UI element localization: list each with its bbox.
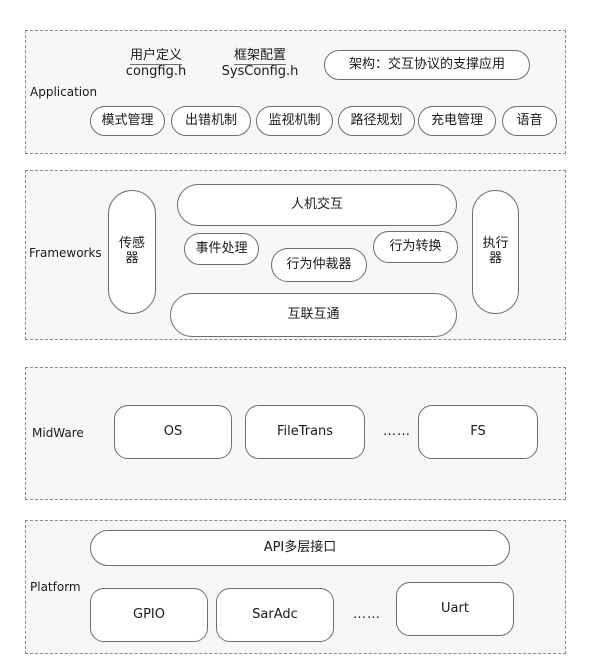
sensor-label: 传感器 [118, 236, 145, 266]
module-monitor-mechanism: 监视机制 [256, 106, 333, 136]
human-machine-interaction: 人机交互 [177, 184, 457, 226]
platform-saradc: SarAdc [216, 588, 334, 642]
module-charge-management: 充电管理 [418, 106, 496, 136]
architecture-note: 架构：交互协议的支撑应用 [324, 50, 530, 80]
user-config-file: 用户定义 congfig.h [110, 44, 202, 84]
event-handling: 事件处理 [184, 233, 259, 265]
platform-layer-label: Platform [30, 580, 81, 594]
system-config-file: 框架配置 SysConfig.h [212, 44, 308, 84]
system-config-filename: SysConfig.h [221, 63, 299, 79]
interconnection-block: 互联互通 [170, 293, 457, 337]
midware-ellipsis: …… [383, 424, 411, 439]
user-config-filename: congfig.h [125, 63, 187, 79]
module-mode-management: 模式管理 [90, 106, 165, 136]
midware-filetrans: FileTrans [245, 405, 365, 459]
platform-ellipsis: …… [353, 607, 381, 622]
user-config-title: 用户定义 [129, 47, 182, 65]
behavior-conversion: 行为转换 [373, 231, 458, 263]
midware-os: OS [114, 405, 232, 459]
system-config-title: 框架配置 [233, 47, 286, 65]
executor-label: 执行器 [482, 236, 509, 266]
module-error-mechanism: 出错机制 [171, 106, 251, 136]
api-multilayer-interface: API多层接口 [90, 530, 510, 566]
executor-block: 执行器 [472, 190, 519, 314]
midware-layer-label: MidWare [32, 426, 84, 440]
sensor-block: 传感器 [108, 190, 156, 314]
application-layer-label: Application [30, 85, 98, 99]
behavior-arbiter: 行为仲裁器 [271, 248, 367, 282]
midware-fs: FS [418, 405, 538, 459]
frameworks-layer-label: Frameworks [29, 246, 102, 260]
module-voice: 语音 [502, 106, 557, 136]
platform-uart: Uart [396, 582, 514, 636]
module-path-planning: 路径规划 [338, 106, 415, 136]
platform-gpio: GPIO [90, 588, 208, 642]
